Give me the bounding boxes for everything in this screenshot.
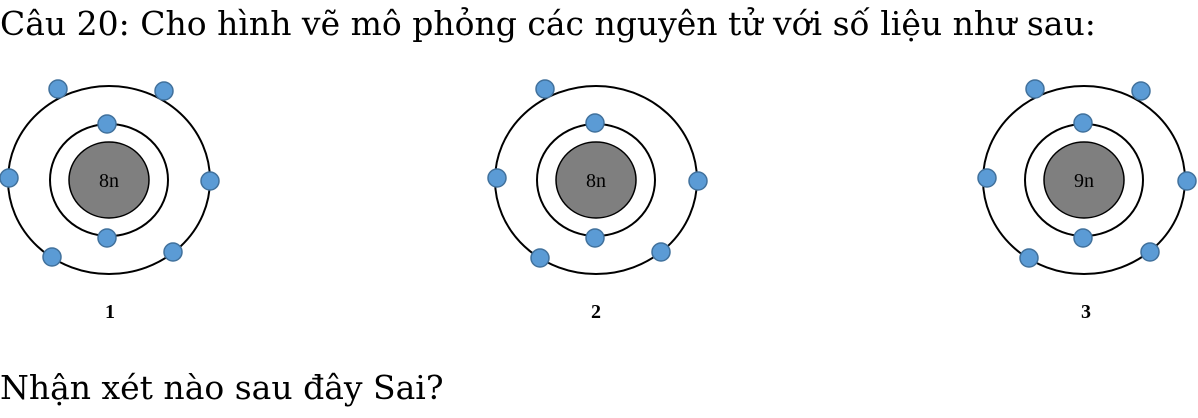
atom-label: 2 (591, 301, 601, 323)
electrons (0, 79, 220, 267)
nucleus (68, 141, 150, 219)
atom-diagram-3: 9n 3 (966, 70, 1198, 330)
electron (530, 248, 550, 268)
nucleus-label: 8n (586, 170, 606, 192)
electron (163, 242, 183, 262)
nucleus (1043, 141, 1125, 219)
electron (1177, 171, 1197, 191)
nucleus-label: 8n (99, 170, 119, 192)
electron (1073, 228, 1093, 248)
electron (0, 168, 19, 188)
atom-diagram-2: 8n 2 (476, 70, 716, 330)
electron (48, 79, 68, 99)
electron (651, 242, 671, 262)
nucleus (555, 141, 637, 219)
atom-3-svg: 9n (977, 79, 1197, 275)
nucleus-label: 9n (1074, 170, 1094, 192)
electron (688, 171, 708, 191)
electron (200, 171, 220, 191)
electron (585, 113, 605, 133)
electrons (977, 79, 1197, 268)
question-title: Câu 20: Cho hình vẽ mô phỏng các nguyên … (0, 4, 1096, 43)
electron (585, 228, 605, 248)
electron (1073, 113, 1093, 133)
electron (977, 168, 997, 188)
atom-diagram-1: 8n 1 (0, 70, 230, 330)
electron (535, 79, 555, 99)
electrons (487, 79, 708, 268)
electron (1019, 248, 1039, 268)
atom-2-svg: 8n (487, 79, 708, 275)
electron (1131, 81, 1151, 101)
atom-label: 1 (105, 301, 115, 323)
electron (154, 81, 174, 101)
atom-label: 3 (1081, 301, 1091, 323)
atom-1-svg: 8n (0, 79, 220, 275)
electron (42, 247, 62, 267)
electron (97, 228, 117, 248)
question-prompt: Nhận xét nào sau đây Sai? (0, 368, 444, 407)
electron (97, 114, 117, 134)
electron (1025, 79, 1045, 99)
electron (1140, 242, 1160, 262)
electron (487, 168, 507, 188)
